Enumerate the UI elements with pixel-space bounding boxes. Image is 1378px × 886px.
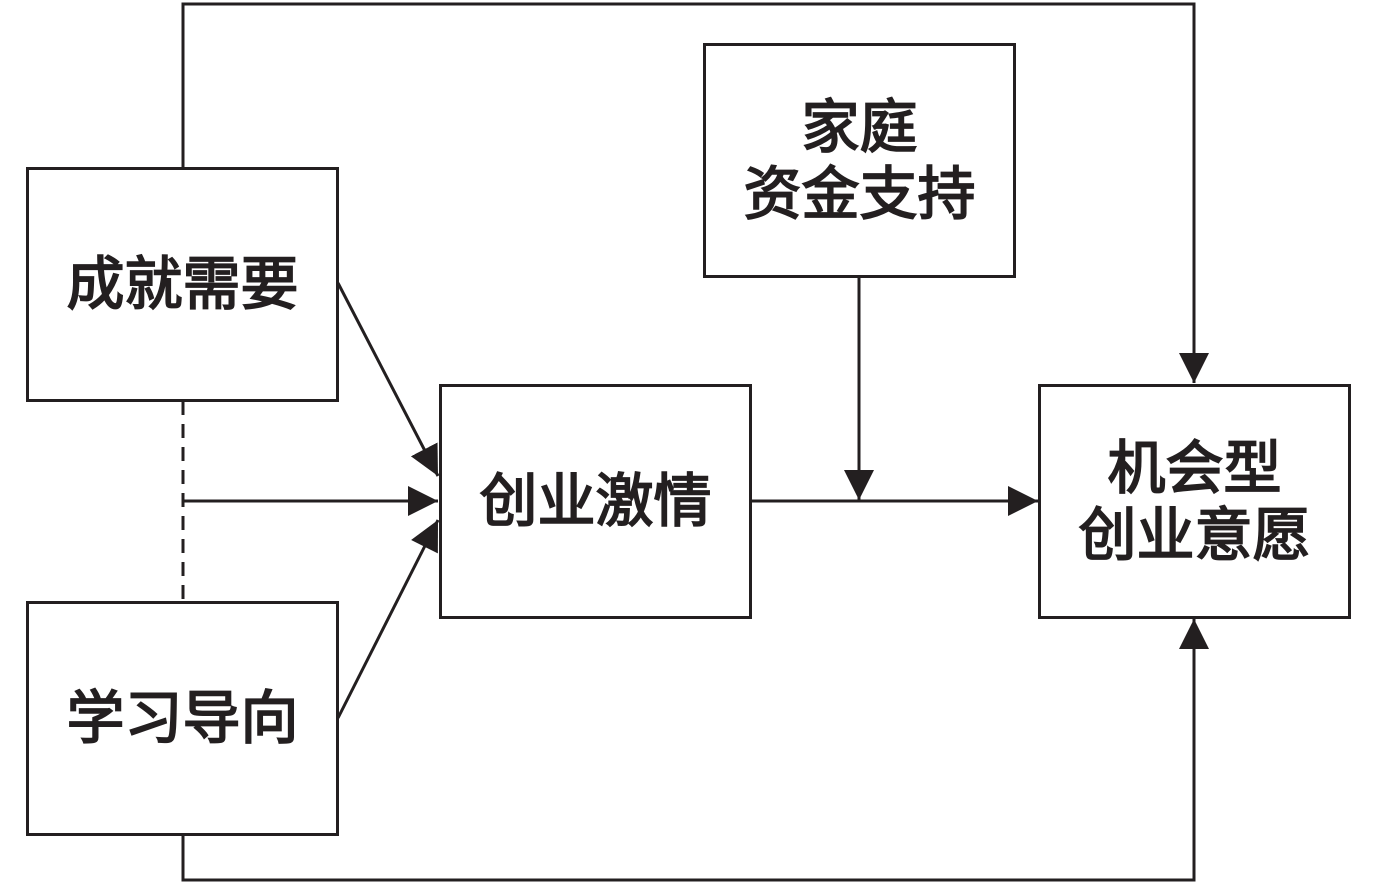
edge-achievement-to-intention: [181, 2, 1209, 383]
edge-learning-to-passion: [336, 519, 440, 719]
node-family-funding-support: 家庭 资金支持: [703, 43, 1016, 278]
edge-achievement-to-passion: [336, 282, 440, 477]
node-learning-orientation-label: 学习导向: [66, 684, 299, 753]
edge-learning-to-intention: [181, 619, 1209, 882]
node-family-funding-support-line1: 家庭: [801, 92, 918, 161]
node-entrepreneurial-passion-label: 创业激情: [479, 467, 712, 536]
node-learning-orientation: 学习导向: [26, 601, 339, 836]
node-achievement-need: 成就需要: [26, 167, 339, 402]
node-entrepreneurial-passion: 创业激情: [439, 384, 752, 619]
node-achievement-need-label: 成就需要: [66, 250, 299, 319]
node-family-funding-support-line2: 资金支持: [743, 159, 976, 228]
node-opportunity-intention-line2: 创业意愿: [1078, 500, 1311, 569]
node-opportunity-intention-line1: 机会型: [1107, 433, 1282, 502]
node-opportunity-intention: 机会型 创业意愿: [1038, 384, 1351, 619]
